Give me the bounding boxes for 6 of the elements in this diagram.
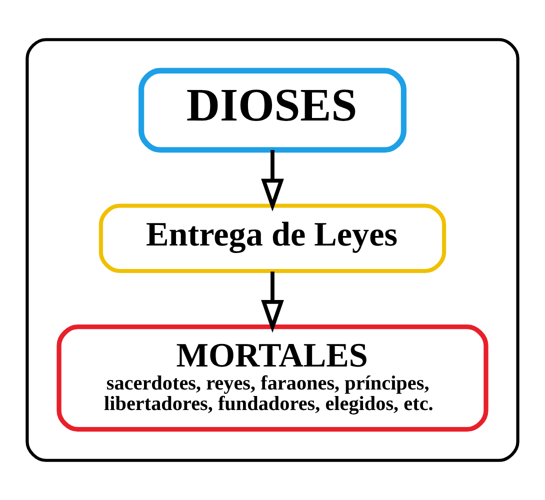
node-box: MORTALES sacerdotes, reyes, faraones, príncipes, libertadores, fundadores, elegidos, etc.	[56, 324, 488, 432]
node-box: DIOSES	[138, 68, 406, 153]
node-box: Entrega de Leyes	[98, 204, 446, 273]
arrow	[261, 272, 284, 333]
cluster	[26, 38, 520, 462]
arrow	[261, 150, 284, 212]
